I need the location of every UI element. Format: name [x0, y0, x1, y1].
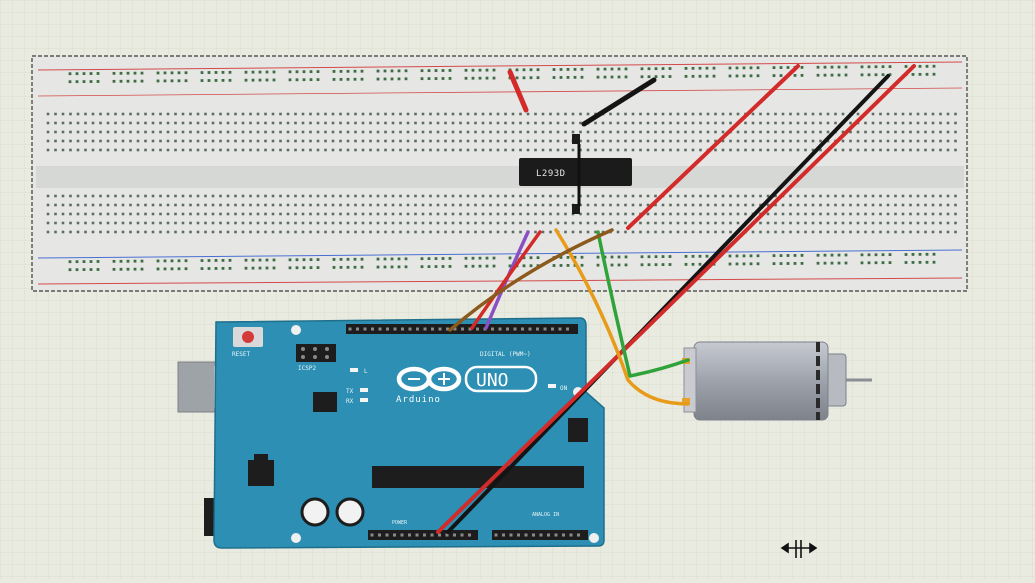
- rx-led: [360, 398, 368, 402]
- wire-black-long[interactable]: [446, 74, 890, 534]
- on-label: ON: [560, 385, 568, 392]
- breadboard-holes: [46, 64, 957, 272]
- wire-red-short[interactable]: [507, 69, 529, 113]
- icsp1-header: [568, 418, 588, 442]
- digital-pwm-label: DIGITAL (PWM~): [480, 351, 531, 358]
- atmega-chip: [372, 466, 584, 488]
- uno-model-label: UNO: [476, 370, 509, 391]
- l-led-label: L: [364, 368, 368, 375]
- wire-red-long-2[interactable]: [436, 64, 916, 534]
- l293d-chip[interactable]: L293D: [519, 134, 632, 214]
- on-led: [548, 384, 556, 388]
- tx-label: TX: [346, 388, 354, 395]
- wire-green[interactable]: [596, 230, 690, 378]
- reset-button[interactable]: [242, 331, 254, 343]
- wire-orange[interactable]: [554, 228, 690, 406]
- capacitor-1: [300, 497, 330, 527]
- chip-label: L293D: [536, 169, 566, 179]
- usb-interface-chip: [313, 392, 337, 412]
- breadboard-center-channel: [36, 166, 964, 188]
- arduino-infinity-logo-icon: [396, 366, 462, 392]
- dc-motor-icon[interactable]: [682, 341, 872, 421]
- icsp2-header: [296, 344, 336, 362]
- power-label: POWER: [392, 520, 408, 526]
- wires: [436, 64, 916, 534]
- analog-in-label: ANALOG IN: [532, 512, 559, 518]
- voltage-regulator: [248, 460, 274, 486]
- usb-port: [177, 361, 221, 413]
- tx-led: [360, 388, 368, 392]
- motor-terminal-bottom: [682, 398, 690, 404]
- resize-cursor-icon: [780, 540, 818, 558]
- wire-red-mid[interactable]: [470, 230, 542, 330]
- rx-label: RX: [346, 398, 354, 405]
- arduino-uno-board[interactable]: RESET ICSP2 DIGITAL (PWM~) L TX RX ON UN…: [177, 317, 605, 549]
- icsp2-label: ICSP2: [298, 365, 316, 372]
- capacitor-2: [335, 497, 365, 527]
- wire-black-short[interactable]: [581, 77, 657, 127]
- wire-brown[interactable]: [448, 228, 614, 332]
- l-led: [350, 368, 358, 372]
- wire-red-long-1[interactable]: [626, 64, 800, 230]
- breadboard[interactable]: [31, 55, 968, 292]
- arduino-brand-label: Arduino: [396, 395, 441, 405]
- reset-label: RESET: [232, 351, 250, 358]
